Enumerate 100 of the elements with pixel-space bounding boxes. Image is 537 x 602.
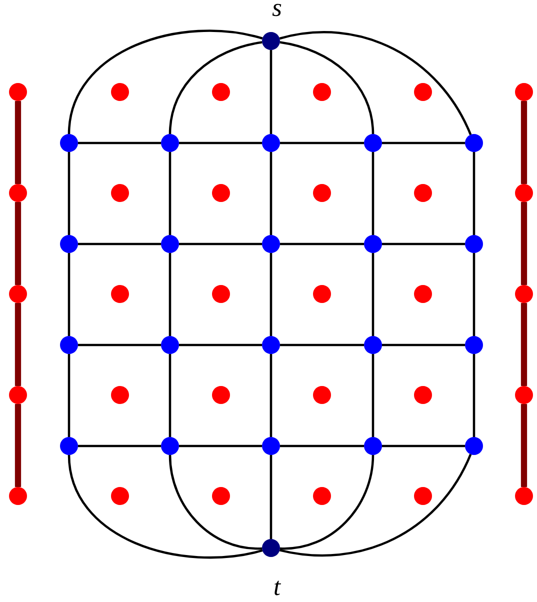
edge-line: [472, 152, 476, 235]
thick-edge-line: [14, 404, 22, 487]
vertex-dot: [465, 134, 483, 152]
edge-line: [280, 242, 364, 246]
edge-line: [270, 152, 272, 235]
edge-line: [179, 444, 262, 448]
face-dot: [515, 184, 533, 202]
edge-line: [472, 253, 476, 336]
curved-edge: [280, 454, 374, 550]
edge-line: [372, 152, 374, 235]
terminal-dot: [262, 539, 280, 557]
vertex-dot: [60, 134, 78, 152]
curved-edge: [68, 454, 263, 558]
vertex-dot: [465, 235, 483, 253]
edge-line: [179, 242, 262, 246]
face-dot: [414, 285, 432, 303]
thick-edge-line: [520, 202, 528, 285]
face-dot: [111, 184, 129, 202]
face-dot: [111, 487, 129, 505]
face-dot: [212, 285, 230, 303]
vertex-dot: [262, 235, 280, 253]
face-dot: [515, 386, 533, 404]
vertex-dot: [465, 437, 483, 455]
curved-edge: [68, 30, 263, 134]
face-dot: [212, 83, 230, 101]
edge-line: [168, 354, 172, 437]
face-dot: [414, 487, 432, 505]
face-dot: [313, 285, 331, 303]
edge-line: [372, 354, 374, 437]
vertex-dot: [364, 235, 382, 253]
terminal-dot: [262, 32, 280, 50]
vertex-dot: [364, 134, 382, 152]
thick-edge-line: [14, 202, 22, 285]
edge-line: [372, 253, 374, 336]
edge-line: [382, 444, 465, 448]
edge-line: [270, 50, 272, 134]
edge-line: [78, 444, 161, 448]
vertex-dot: [364, 437, 382, 455]
face-dot: [515, 285, 533, 303]
face-dot: [313, 184, 331, 202]
face-dot: [9, 487, 27, 505]
thick-edge-line: [520, 101, 528, 184]
edge-line: [280, 344, 364, 346]
edge-line: [382, 142, 465, 144]
vertex-dot: [161, 235, 179, 253]
vertex-dot: [262, 134, 280, 152]
edge-line: [270, 455, 272, 539]
edge-line: [270, 354, 272, 437]
vertex-dot: [161, 134, 179, 152]
vertex-dot: [465, 336, 483, 354]
face-dot: [414, 386, 432, 404]
edge-line: [179, 142, 262, 144]
thick-edge-line: [520, 404, 528, 487]
thick-edge-line: [14, 303, 22, 386]
face-dot: [9, 184, 27, 202]
edge-line: [78, 242, 161, 246]
vertex-dot: [161, 336, 179, 354]
face-dot: [9, 386, 27, 404]
face-dot: [212, 487, 230, 505]
edge-line: [168, 253, 172, 336]
edge-line: [68, 253, 70, 336]
vertex-label: t: [274, 580, 282, 596]
edge-line: [280, 142, 364, 144]
vertex-dot: [262, 437, 280, 455]
face-dot: [313, 487, 331, 505]
vertex-dot: [60, 235, 78, 253]
thick-edge-line: [14, 101, 22, 184]
edge-line: [270, 253, 272, 336]
edge-line: [382, 242, 465, 246]
face-dot: [9, 285, 27, 303]
face-dot: [313, 83, 331, 101]
face-dot: [111, 83, 129, 101]
vertex-dot: [60, 336, 78, 354]
vertex-dot: [364, 336, 382, 354]
vertex-dot: [161, 437, 179, 455]
face-dot: [515, 487, 533, 505]
face-dot: [313, 386, 331, 404]
edge-line: [68, 152, 70, 235]
curved-edge: [280, 454, 472, 557]
vertex-dot: [60, 437, 78, 455]
face-dot: [111, 285, 129, 303]
thick-edge-line: [520, 303, 528, 386]
face-dot: [515, 83, 533, 101]
face-dot: [414, 83, 432, 101]
curved-edge: [279, 31, 472, 136]
edge-line: [68, 354, 70, 437]
edge-line: [280, 444, 364, 448]
edge-line: [78, 344, 161, 346]
edge-line: [78, 142, 161, 144]
curved-edge: [168, 41, 262, 134]
curved-edge: [168, 454, 262, 550]
face-dot: [212, 386, 230, 404]
edge-line: [472, 354, 476, 437]
curved-edge: [280, 41, 374, 134]
face-dot: [111, 386, 129, 404]
vertex-label: s: [272, 4, 282, 16]
vertex-dot: [262, 336, 280, 354]
face-dot: [212, 184, 230, 202]
face-dot: [414, 184, 432, 202]
edge-line: [382, 344, 465, 346]
